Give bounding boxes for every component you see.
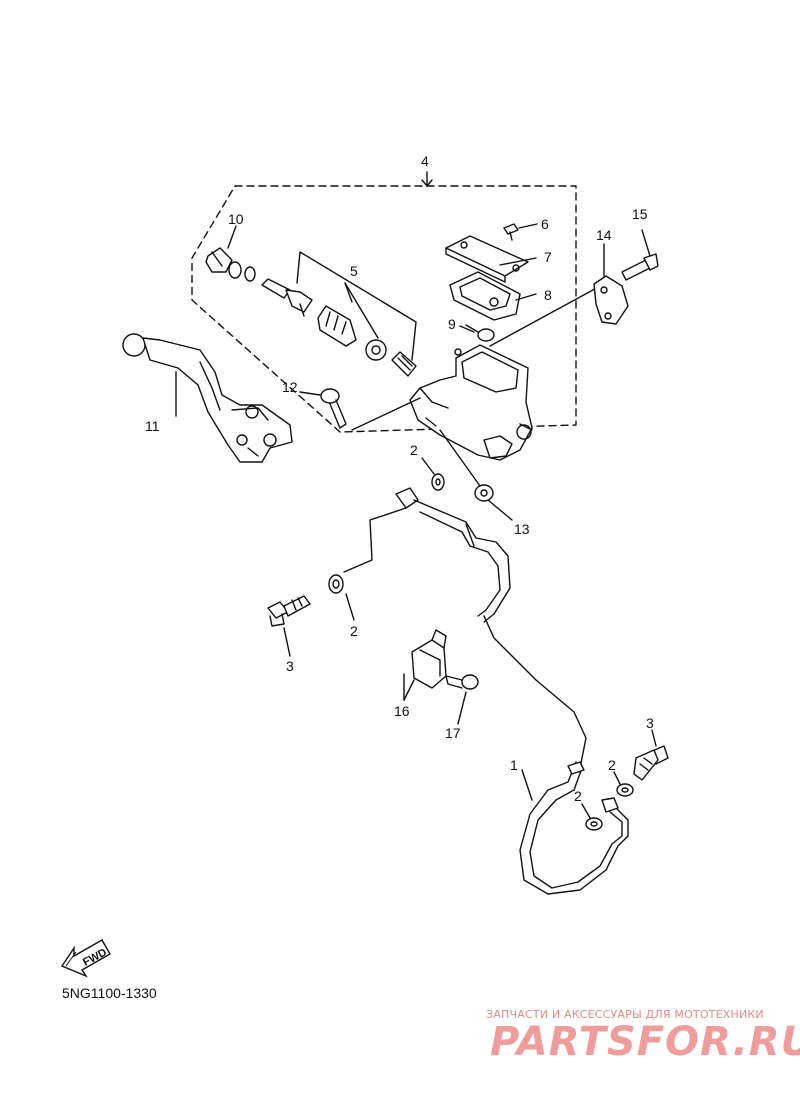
callout-5: 5 xyxy=(350,263,358,279)
union-bolt-right xyxy=(633,729,669,781)
watermark-tagline: ЗАПЧАСТИ И АКСЕССУАРЫ ДЛЯ МОТОТЕХНИКИ xyxy=(486,1008,764,1021)
callout-labels: 4 10 6 14 15 7 5 8 9 12 11 2 13 2 3 16 1… xyxy=(145,153,654,804)
switch-screw xyxy=(445,674,479,725)
dust-boot xyxy=(205,247,256,282)
watermark-logo: PARTSFOR.RU xyxy=(490,1019,800,1065)
clutch-switch xyxy=(403,629,447,701)
clutch-hose xyxy=(343,487,629,895)
callout-10: 10 xyxy=(228,211,244,227)
callout-11: 11 xyxy=(145,418,160,434)
callout-2-lower: 2 xyxy=(574,788,582,804)
callout-3-right: 3 xyxy=(646,715,654,731)
callout-6: 6 xyxy=(541,216,549,232)
callout-12: 12 xyxy=(282,379,298,395)
reservoir-cap xyxy=(445,235,529,283)
callout-15: 15 xyxy=(632,206,648,222)
callout-7: 7 xyxy=(544,249,552,265)
pivot-bolt xyxy=(299,388,347,429)
clutch-lever xyxy=(122,333,293,463)
callout-3-left: 3 xyxy=(286,658,294,674)
callout-9: 9 xyxy=(448,316,456,332)
cap-screw xyxy=(503,223,538,241)
locknut xyxy=(439,429,513,521)
diagram-code: 5NG1100-1330 xyxy=(62,985,157,1001)
washer-hose-end xyxy=(581,803,603,831)
callout-4: 4 xyxy=(421,153,429,169)
washer-lower-left xyxy=(328,574,355,621)
washer xyxy=(421,457,445,491)
callout-16: 16 xyxy=(394,703,410,719)
holder-bolt xyxy=(621,229,659,281)
assembly-outline xyxy=(191,185,577,433)
callout-13: 13 xyxy=(514,521,530,537)
washer-lower-right xyxy=(613,771,634,797)
callout-8: 8 xyxy=(544,287,552,303)
callout-14: 14 xyxy=(596,227,612,243)
plug xyxy=(465,324,495,342)
callout-2-top: 2 xyxy=(410,442,418,458)
callout-2-left: 2 xyxy=(350,623,358,639)
callout-2-right: 2 xyxy=(608,757,616,773)
union-bolt-left xyxy=(267,595,311,657)
callout-17: 17 xyxy=(445,725,461,741)
callout-1: 1 xyxy=(510,757,518,773)
fwd-arrow-icon: FWD xyxy=(60,939,111,978)
diaphragm xyxy=(449,271,521,321)
holder xyxy=(593,243,629,325)
piston-kit xyxy=(261,251,417,377)
